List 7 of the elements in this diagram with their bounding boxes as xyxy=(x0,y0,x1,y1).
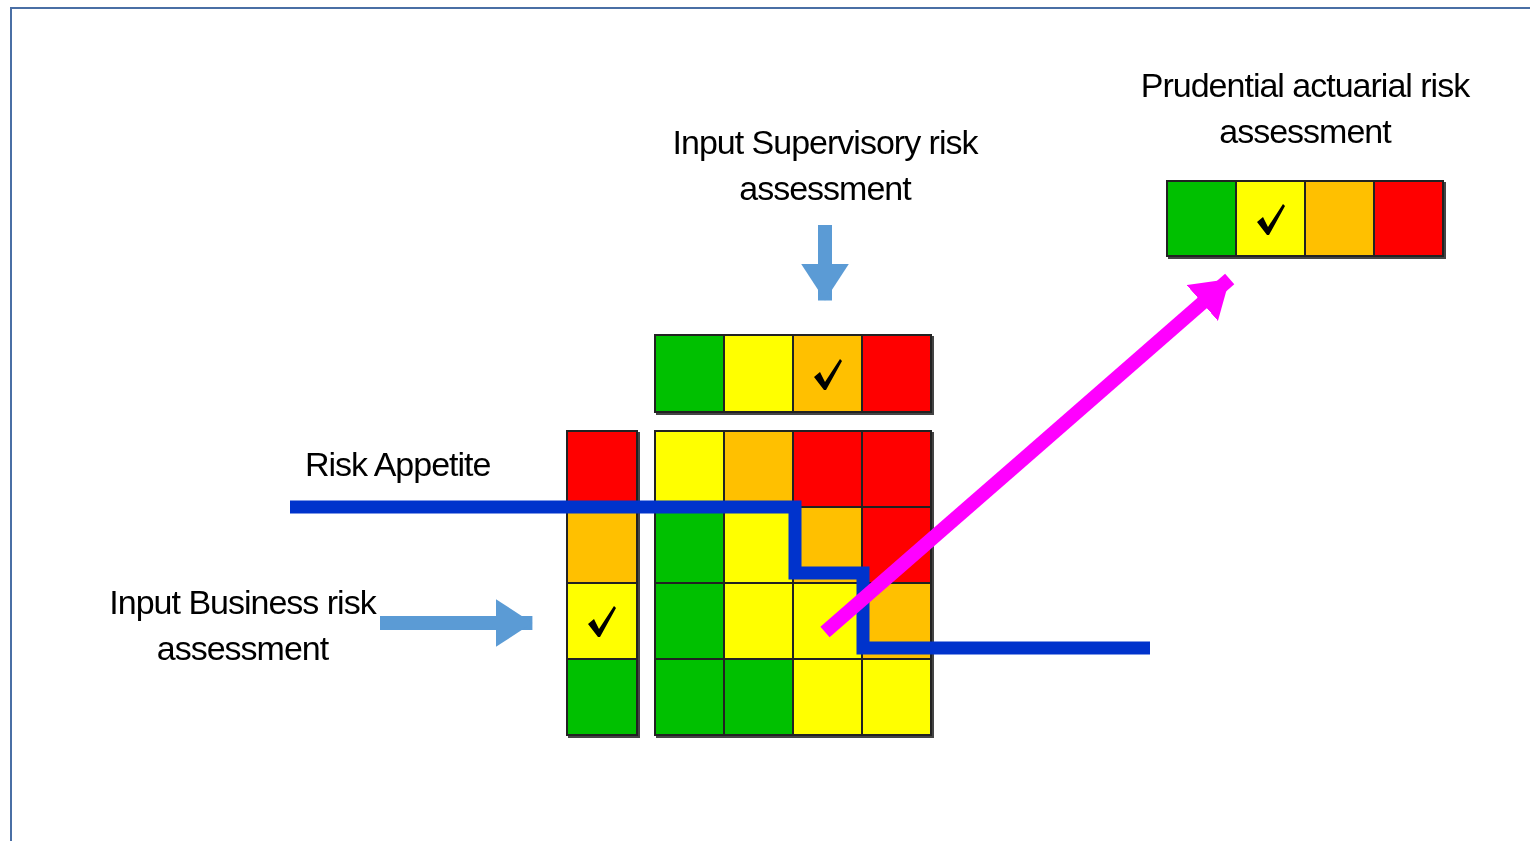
arrow xyxy=(380,599,533,647)
threshold-label: Risk Appetite xyxy=(305,445,491,484)
arrow xyxy=(801,225,849,301)
scale-heading: Prudential actuarial risk assessment xyxy=(1139,65,1471,152)
input-label: Input Business risk assessment xyxy=(108,582,378,669)
arrow xyxy=(820,273,1235,638)
input-label: Input Supervisory risk assessment xyxy=(671,122,980,209)
